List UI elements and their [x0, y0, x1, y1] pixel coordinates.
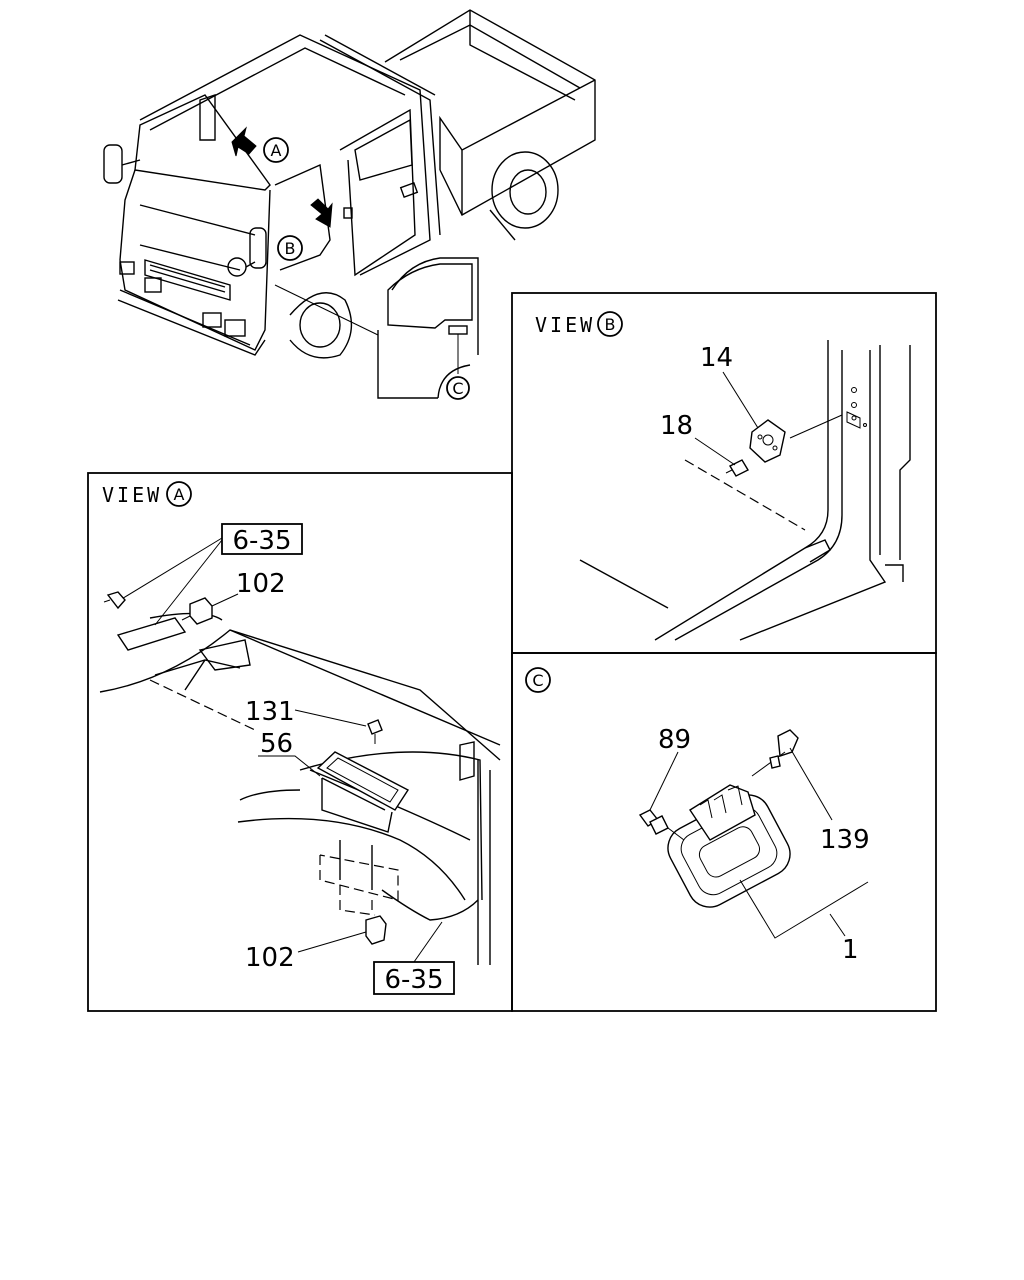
view-b-panel: VIEW B 14 18	[535, 311, 911, 641]
view-a-title: VIEW	[102, 483, 162, 507]
truck-overview	[103, 9, 596, 359]
bolt-89-part	[638, 809, 685, 841]
part-label-131: 131	[245, 697, 295, 727]
marker-c-letter: C	[452, 379, 463, 398]
part-label-14: 14	[700, 343, 733, 373]
view-b-marker: B	[605, 315, 616, 334]
ref-label-6-35-top: 6-35	[232, 526, 291, 556]
screw-18-part	[725, 459, 749, 477]
view-b-title: VIEW	[535, 313, 595, 337]
view-c-marker: C	[532, 671, 543, 690]
clip-102-bottom-part	[365, 915, 387, 945]
part-label-139: 139	[820, 825, 870, 855]
part-label-89: 89	[658, 725, 691, 755]
door-inset	[377, 257, 479, 399]
marker-c-locator: C	[446, 376, 470, 400]
view-a-marker: A	[174, 485, 185, 504]
clip-102-top-part	[189, 597, 213, 625]
ref-label-6-35-bottom: 6-35	[384, 965, 443, 995]
view-a-panel: VIEW A 6-35 102	[99, 481, 501, 995]
panel-frames	[87, 292, 937, 1012]
striker-plate-part	[749, 419, 786, 463]
screw-131-part	[367, 719, 383, 744]
view-c-panel: C 89 139 1	[525, 667, 870, 965]
pocket-56-part	[316, 751, 410, 833]
part-label-56: 56	[260, 729, 293, 759]
marker-a-locator: A	[263, 137, 289, 163]
part-label-102-bottom: 102	[245, 943, 295, 973]
door-handle-part	[667, 784, 791, 908]
part-label-102-top: 102	[236, 569, 286, 599]
pin-139-part	[751, 729, 799, 777]
marker-b-locator: B	[277, 235, 303, 261]
marker-b-letter: B	[285, 239, 296, 258]
marker-a-letter: A	[271, 141, 282, 160]
part-label-18: 18	[660, 411, 693, 441]
part-label-1: 1	[842, 935, 859, 965]
